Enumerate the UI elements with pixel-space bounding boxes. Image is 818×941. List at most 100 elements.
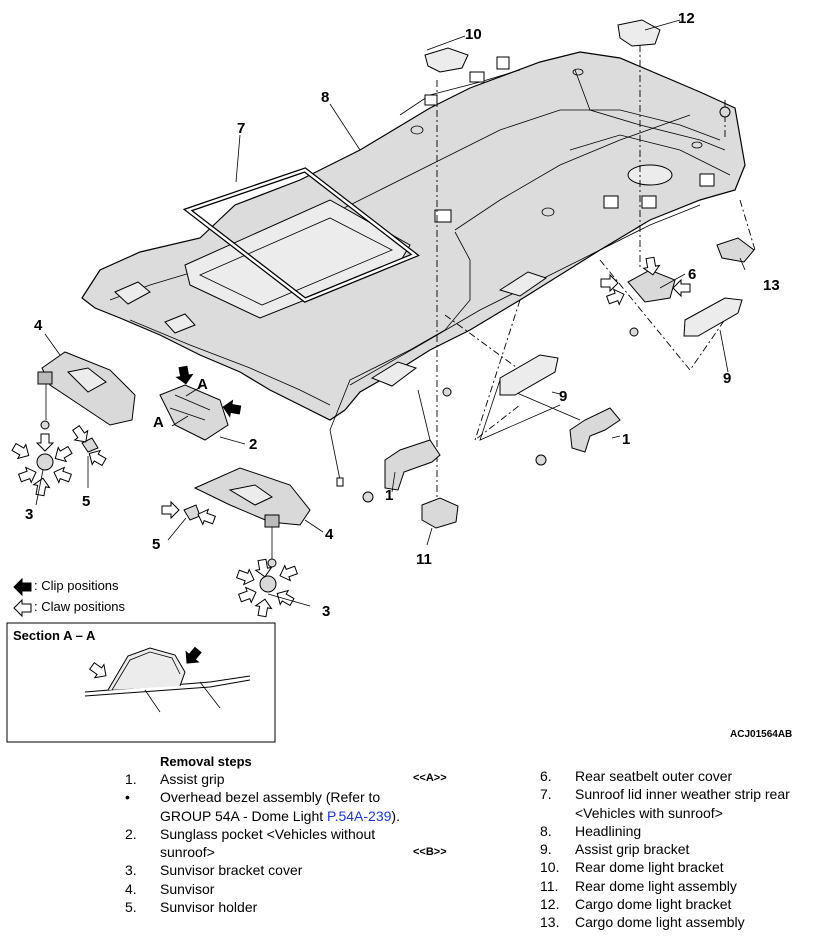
callout-1a: 1 xyxy=(385,487,393,504)
section-aa-box: Section A – A xyxy=(6,622,276,743)
step-row: 13. Cargo dome light assembly xyxy=(540,913,818,931)
step-row: 2. Sunglass pocket <Vehicles without sun… xyxy=(125,825,415,862)
callout-2a: 2 xyxy=(249,436,257,453)
step-number: 7. xyxy=(540,786,552,803)
sunvisor-left xyxy=(37,351,136,426)
step-text: Rear seatbelt outer cover xyxy=(575,768,733,784)
assist-grip-rear xyxy=(569,407,621,453)
callout-12: 12 xyxy=(678,10,695,27)
callout-leaders xyxy=(35,19,746,607)
sunvisor-holder-right xyxy=(161,501,218,529)
callout-10: 10 xyxy=(465,26,482,43)
step-text: Assist grip xyxy=(160,771,225,787)
callout-5b: 5 xyxy=(152,536,160,553)
callout-4b: 4 xyxy=(325,526,334,543)
weather-strip xyxy=(182,167,420,303)
procedure-tag-a: <<A>> xyxy=(413,772,447,784)
step-row: 5. Sunvisor holder xyxy=(125,898,415,916)
claw-arrow-icon xyxy=(13,599,32,617)
step-number: 10. xyxy=(540,859,560,876)
callout-1b: 1 xyxy=(622,431,630,448)
headlining-panel xyxy=(81,51,746,487)
step-text: Cargo dome light assembly xyxy=(575,914,745,931)
callout-6: 6 xyxy=(688,266,696,283)
step-text-main: Overhead bezel assembly (Refer to GROUP … xyxy=(160,789,381,824)
callout-11: 11 xyxy=(416,551,432,568)
removal-steps-right: 6. Rear seatbelt outer cover 7. Sunroof … xyxy=(540,767,818,932)
step-text: Sunvisor xyxy=(160,880,215,897)
step-row: • Overhead bezel assembly (Refer to GROU… xyxy=(125,788,415,825)
clip-arrow-icon xyxy=(13,578,32,596)
step-row: 7. Sunroof lid inner weather strip rear … xyxy=(540,785,818,822)
step-number: 11. xyxy=(540,877,559,894)
step-text: Sunvisor holder xyxy=(160,899,258,916)
removal-steps-title: Removal steps xyxy=(160,754,252,769)
headlining-exploded-diagram: A A 1 1 2 2 3 3 4 4 5 5 6 7 8 8 9 9 10 1… xyxy=(6,10,792,743)
step-text: Sunroof lid inner weather strip rear <Ve… xyxy=(575,786,790,821)
step-row: 3. Sunvisor bracket cover xyxy=(125,861,415,879)
callout-7: 7 xyxy=(237,120,245,137)
step-text: Rear dome light assembly xyxy=(575,877,737,894)
step-text-suffix: ). xyxy=(391,807,400,824)
cargo-dome-bracket xyxy=(617,19,661,47)
removal-steps-left: 1. Assist grip • Overhead bezel assembly… xyxy=(125,770,415,916)
removal-steps: Removal steps 1. Assist grip • Overhead … xyxy=(0,750,818,941)
step-text: Rear dome light bracket xyxy=(575,859,724,876)
step-number: 2. xyxy=(125,825,137,842)
sunglass-pocket xyxy=(159,384,229,441)
step-number: 1. xyxy=(125,771,137,787)
callout-5a: 5 xyxy=(82,493,90,510)
step-row: 11. Rear dome light assembly xyxy=(540,877,818,895)
sunvisor-bracket-cover-left xyxy=(9,433,75,497)
callout-4a: 4 xyxy=(34,317,43,334)
step-row: 4. Sunvisor xyxy=(125,880,415,898)
step-row: 10. Rear dome light bracket xyxy=(540,858,818,876)
figure-id: ACJ01564AB xyxy=(730,729,792,740)
legend: : Clip positions : Claw positions xyxy=(13,578,126,617)
legend-claw-label: : Claw positions xyxy=(34,599,126,614)
sunvisor-holder-left xyxy=(68,422,109,470)
fasteners xyxy=(40,106,731,568)
sunvisor-bracket-cover-right xyxy=(234,558,300,618)
step-number: 8. xyxy=(540,822,552,839)
step-number: 12. xyxy=(540,896,560,913)
step-text: Sunglass pocket <Vehicles without sunroo… xyxy=(160,825,376,861)
assist-grip-bracket-front xyxy=(499,354,559,396)
step-text: Assist grip bracket xyxy=(575,841,690,858)
callout-9b: 9 xyxy=(723,370,731,387)
section-marker-a-top: A xyxy=(197,376,208,393)
step-text: Sunvisor bracket cover xyxy=(160,862,303,879)
step-row: 8. Headlining xyxy=(540,822,818,840)
section-title: Section A – A xyxy=(13,628,96,643)
callout-13: 13 xyxy=(763,277,780,294)
assist-grip-front xyxy=(384,439,441,491)
rear-dome-bracket xyxy=(424,47,469,73)
step-number: 13. xyxy=(540,914,560,931)
step-row: 1. Assist grip xyxy=(125,770,415,788)
step-number: 3. xyxy=(125,862,137,879)
step-number: 6. xyxy=(540,768,552,784)
step-number: 5. xyxy=(125,899,137,916)
step-text: Headlining xyxy=(575,822,642,839)
procedure-tag-b: <<B>> xyxy=(413,846,447,858)
leader-lines xyxy=(417,45,756,500)
step-text: Cargo dome light bracket xyxy=(575,896,732,913)
callout-3a: 3 xyxy=(25,506,33,523)
sunvisor-right xyxy=(193,467,311,560)
step-row: 6. Rear seatbelt outer cover xyxy=(540,767,818,785)
assist-grip-bracket-rear xyxy=(683,297,743,337)
step-text: Overhead bezel assembly (Refer to GROUP … xyxy=(160,788,415,825)
cargo-dome-light xyxy=(716,237,755,263)
step-number: 4. xyxy=(125,880,137,897)
reference-link[interactable]: P.54A-239 xyxy=(327,807,392,824)
section-marker-a-bottom: A xyxy=(153,414,164,431)
rear-dome-light xyxy=(421,497,459,529)
step-number: 9. xyxy=(540,841,552,858)
callout-3b: 3 xyxy=(322,603,330,620)
step-row: 9. Assist grip bracket xyxy=(540,840,818,858)
callout-9a: 9 xyxy=(559,388,567,405)
legend-clip-label: : Clip positions xyxy=(34,578,119,593)
step-row: 12. Cargo dome light bracket xyxy=(540,895,818,913)
step-bullet: • xyxy=(125,789,130,806)
callout-8a: 8 xyxy=(321,89,329,106)
